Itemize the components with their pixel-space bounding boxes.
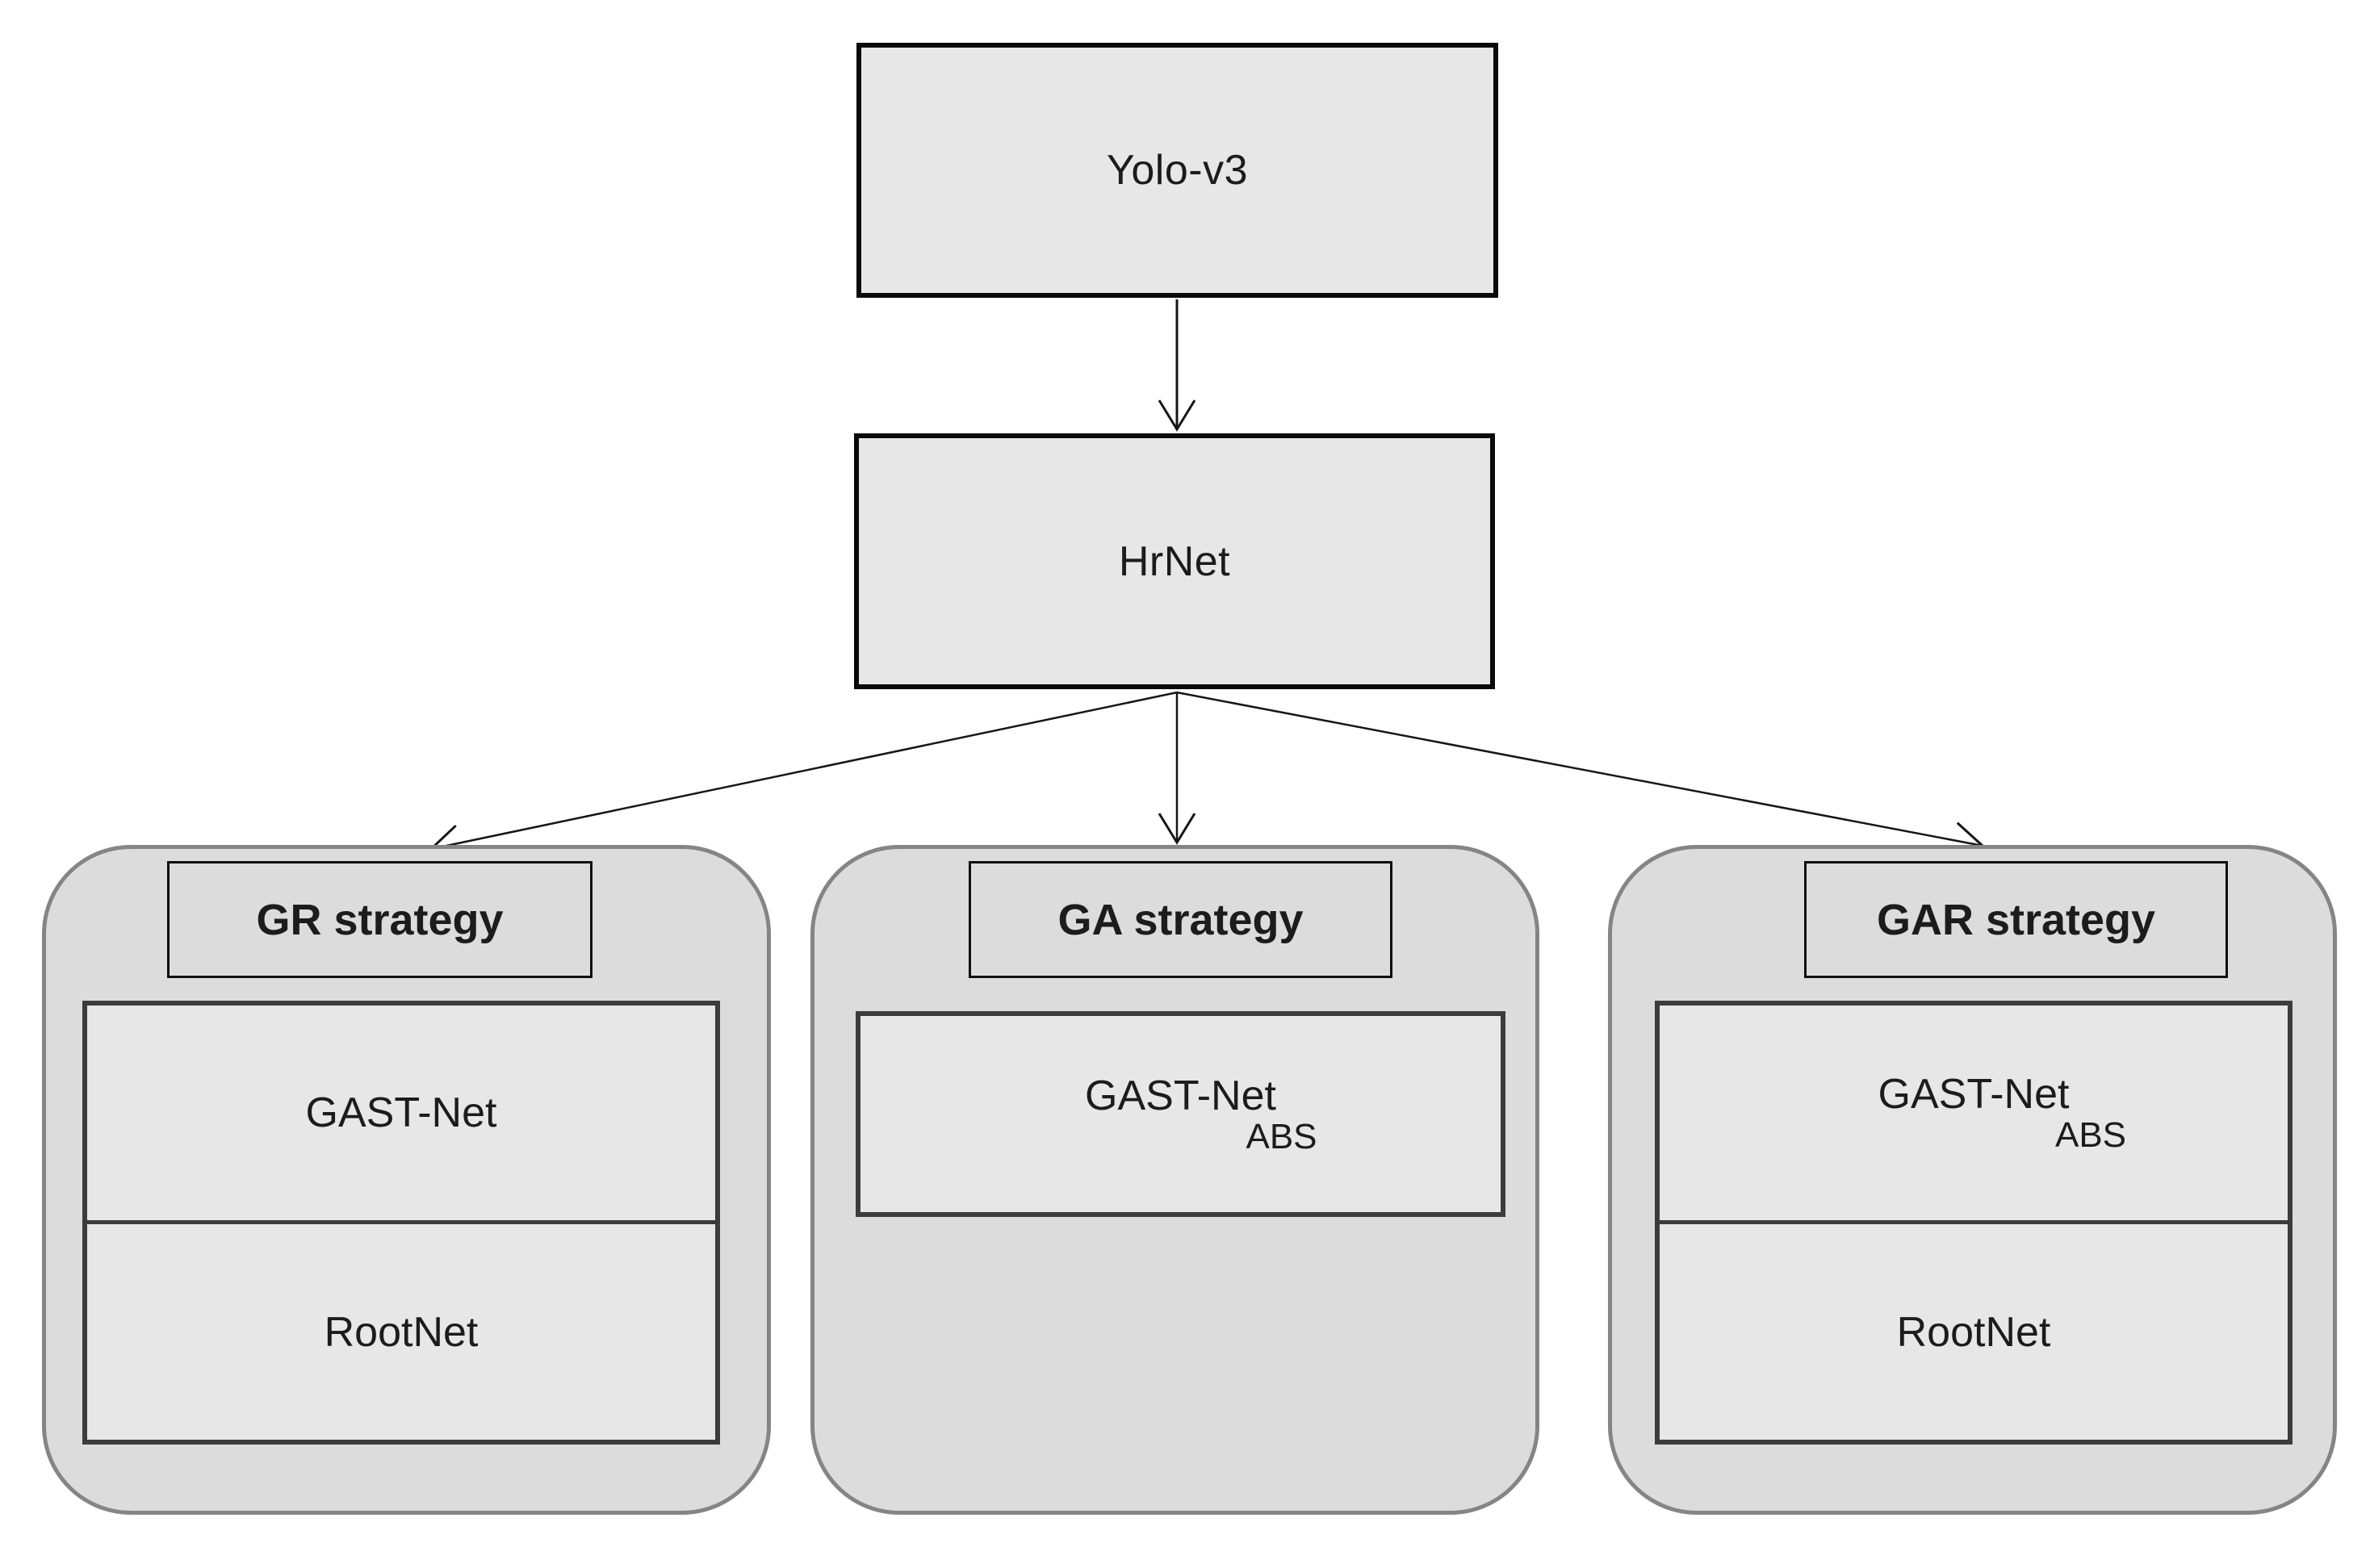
module-gast-net-ga-label: GAST-Net [1085,1072,1276,1119]
node-yolo-v3-label: Yolo-v3 [1106,147,1249,194]
module-rootnet-gr-label: RootNet [324,1308,479,1356]
strategy-title-gar: GAR strategy [1804,861,2228,978]
module-gast-net-ga: GAST-Net ABS [860,1016,1501,1212]
strategy-container-ga: GA strategy GAST-Net ABS [810,845,1539,1515]
module-gast-net-gar: GAST-Net ABS [1660,1006,2288,1220]
node-hrnet: HrNet [854,433,1495,689]
edge-hrnet-to-gr [429,691,1178,862]
abs-subscript-ga: ABS [1246,1116,1317,1156]
strategy-title-ga-label: GA strategy [1057,895,1304,944]
edge-hrnet-to-gar [1176,691,1985,859]
module-rootnet-gr: RootNet [87,1220,715,1440]
module-gast-net-gr-label: GAST-Net [305,1089,497,1136]
strategy-title-ga: GA strategy [969,861,1392,978]
module-stack-ga: GAST-Net ABS [856,1011,1505,1217]
module-stack-gr: GAST-Net RootNet [82,1001,720,1445]
module-rootnet-gar-label: RootNet [1896,1308,2051,1356]
strategy-container-gr: GR strategy GAST-Net RootNet [42,845,771,1515]
module-gast-net-gar-label: GAST-Net [1878,1071,2070,1118]
strategy-title-gr-label: GR strategy [256,895,504,944]
strategy-title-gar-label: GAR strategy [1876,895,2156,944]
module-rootnet-gar: RootNet [1660,1220,2288,1440]
abs-subscript-gar: ABS [2054,1115,2127,1155]
module-gast-net-gr: GAST-Net [87,1006,715,1220]
strategy-title-gr: GR strategy [167,861,592,978]
strategy-container-gar: GAR strategy GAST-Net ABS RootNet [1608,845,2337,1515]
module-stack-gar: GAST-Net ABS RootNet [1655,1001,2293,1445]
node-hrnet-label: HrNet [1118,537,1231,585]
node-yolo-v3: Yolo-v3 [856,43,1498,298]
